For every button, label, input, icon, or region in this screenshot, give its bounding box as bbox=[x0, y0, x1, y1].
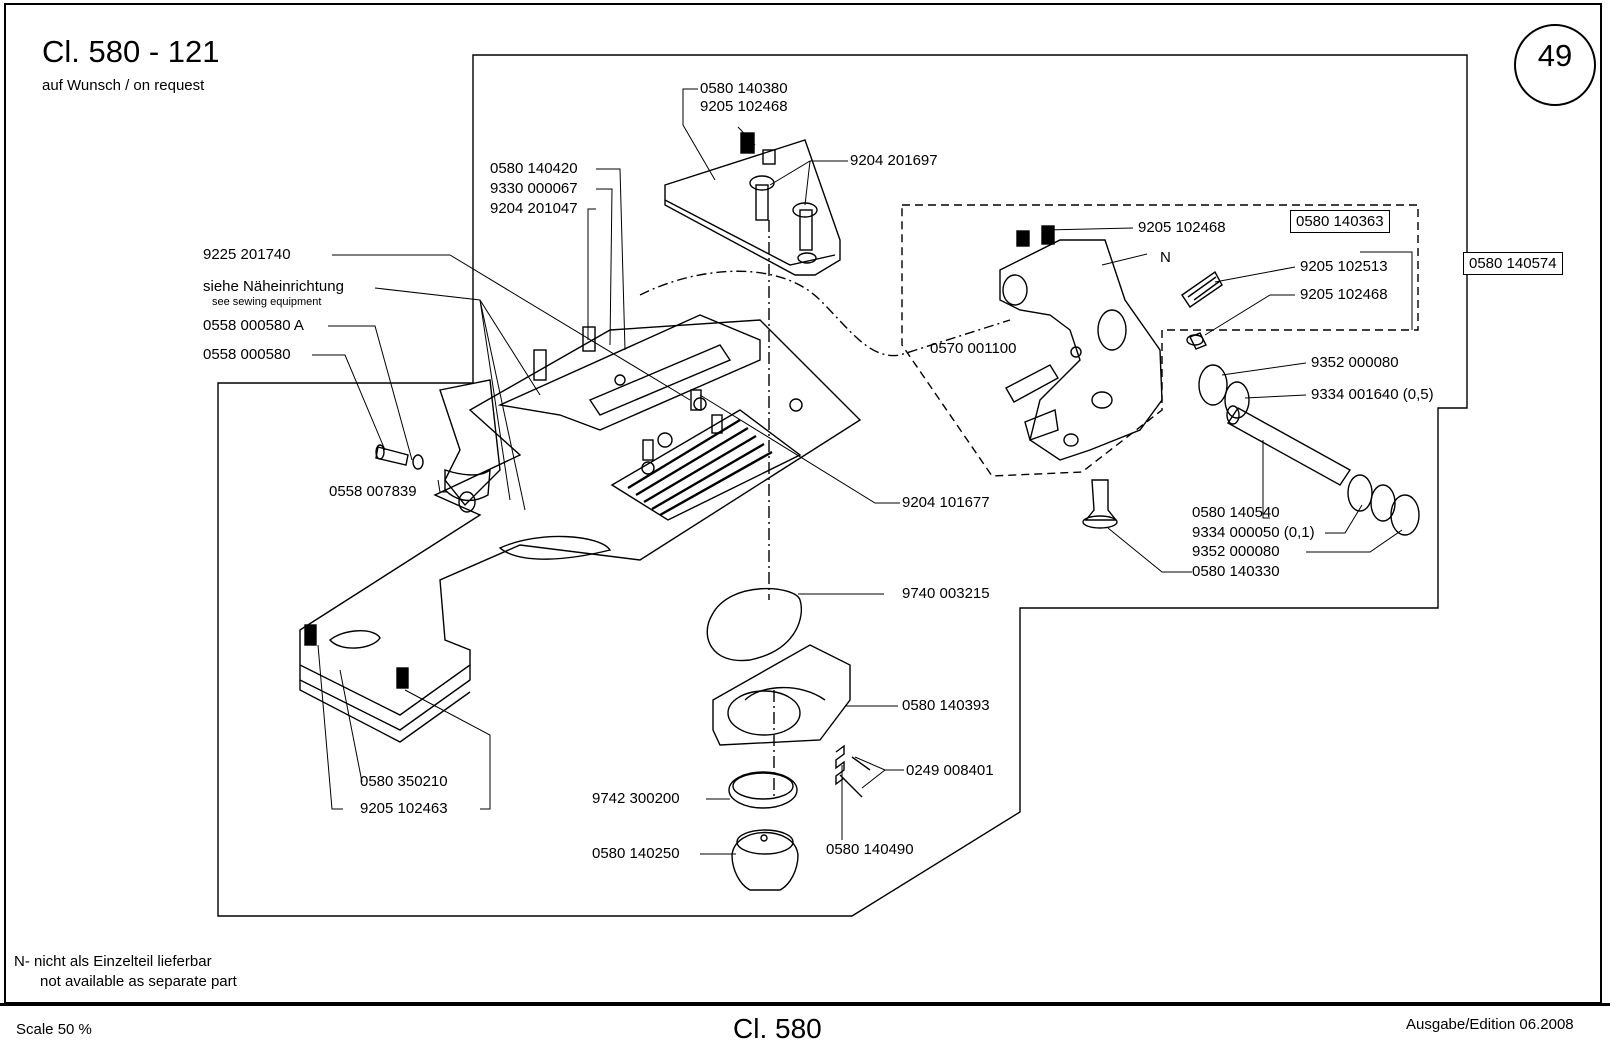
edition-label: Ausgabe/Edition 06.2008 bbox=[1406, 1016, 1574, 1033]
thumb-screw bbox=[375, 446, 409, 466]
note-line-de: N- nicht als Einzelteil lieferbar bbox=[14, 953, 212, 970]
retaining-ring-a bbox=[1198, 364, 1228, 406]
part-label: 0580 140250 bbox=[592, 845, 680, 862]
center-axis bbox=[768, 220, 775, 800]
part-label: 0570 001100 bbox=[930, 340, 1017, 357]
part-label: 0558 000580 bbox=[203, 346, 291, 363]
cover-plate bbox=[664, 139, 841, 276]
leader-lines bbox=[312, 88, 1413, 855]
part-label: 9204 201047 bbox=[490, 200, 578, 217]
stud-pin bbox=[1084, 479, 1118, 521]
page-title: Cl. 580 - 121 bbox=[42, 34, 220, 69]
part-label: 9742 300200 bbox=[592, 790, 680, 807]
page-subtitle: auf Wunsch / on request bbox=[42, 77, 205, 94]
part-label-boxed: 0580 140574 bbox=[1463, 252, 1563, 275]
part-label: 0580 140420 bbox=[490, 160, 578, 177]
part-label: 0249 008401 bbox=[906, 762, 994, 779]
part-label: 9204 101677 bbox=[902, 494, 990, 511]
shim-ring-b bbox=[1347, 474, 1373, 512]
part-label: 9204 201697 bbox=[850, 152, 938, 169]
footer-rule bbox=[0, 1003, 1610, 1006]
part-label: 9225 201740 bbox=[203, 246, 291, 263]
part-label: 9205 102468 bbox=[700, 98, 788, 115]
part-label: 9205 102468 bbox=[1138, 219, 1226, 236]
set-screw bbox=[1181, 270, 1223, 308]
side-bracket bbox=[439, 379, 501, 507]
part-label: 9205 102468 bbox=[1300, 286, 1388, 303]
part-label: 9330 000067 bbox=[490, 180, 578, 197]
knurled-pin bbox=[1005, 364, 1059, 403]
assembly-group-outline bbox=[217, 54, 1468, 917]
retaining-ring-b bbox=[1390, 494, 1420, 536]
page-number-circle bbox=[1514, 24, 1596, 106]
part-label: 0580 140393 bbox=[902, 697, 990, 714]
gasket-ring bbox=[706, 587, 803, 662]
cap bbox=[731, 831, 799, 891]
part-label: 0558 007839 bbox=[329, 483, 417, 500]
part-label: 9740 003215 bbox=[902, 585, 990, 602]
part-label-boxed: 0580 140363 bbox=[1290, 210, 1390, 233]
shaft bbox=[1226, 407, 1352, 486]
part-label: 9205 102513 bbox=[1300, 258, 1388, 275]
edge-guide bbox=[497, 314, 761, 431]
part-label: 9352 000080 bbox=[1311, 354, 1399, 371]
part-label-note: see sewing equipment bbox=[212, 296, 322, 308]
feed-dog bbox=[610, 409, 802, 521]
part-label: 0580 350210 bbox=[360, 773, 448, 790]
seal-ring bbox=[728, 771, 798, 809]
swing-arm bbox=[999, 239, 1163, 461]
guide-line bbox=[639, 270, 1011, 357]
page-number: 49 bbox=[1537, 38, 1573, 73]
part-label: 9334 001640 (0,5) bbox=[1311, 386, 1434, 403]
swing-arm-group-outline bbox=[901, 204, 1419, 477]
part-label: 9205 102463 bbox=[360, 800, 448, 817]
spring bbox=[835, 744, 845, 786]
footer-model: Cl. 580 bbox=[733, 1013, 822, 1044]
shim-ring-c bbox=[1370, 484, 1396, 522]
note-line-en: not available as separate part bbox=[40, 973, 237, 990]
part-label: 9352 000080 bbox=[1192, 543, 1280, 560]
part-label: 0580 140380 bbox=[700, 80, 788, 97]
part-label: 0558 000580 A bbox=[203, 317, 304, 334]
part-label: 9334 000050 (0,1) bbox=[1192, 524, 1315, 541]
bearing-housing bbox=[712, 644, 851, 746]
part-label: 0580 140490 bbox=[826, 841, 914, 858]
needle-plate bbox=[299, 319, 862, 716]
part-label: siehe Näheinrichtung bbox=[203, 278, 344, 295]
part-label: 0580 140540 bbox=[1192, 504, 1280, 521]
scale-label: Scale 50 % bbox=[16, 1021, 92, 1038]
part-label: 0580 140330 bbox=[1192, 563, 1280, 580]
shim-ring-a bbox=[1224, 381, 1250, 419]
part-label: N bbox=[1160, 249, 1171, 266]
